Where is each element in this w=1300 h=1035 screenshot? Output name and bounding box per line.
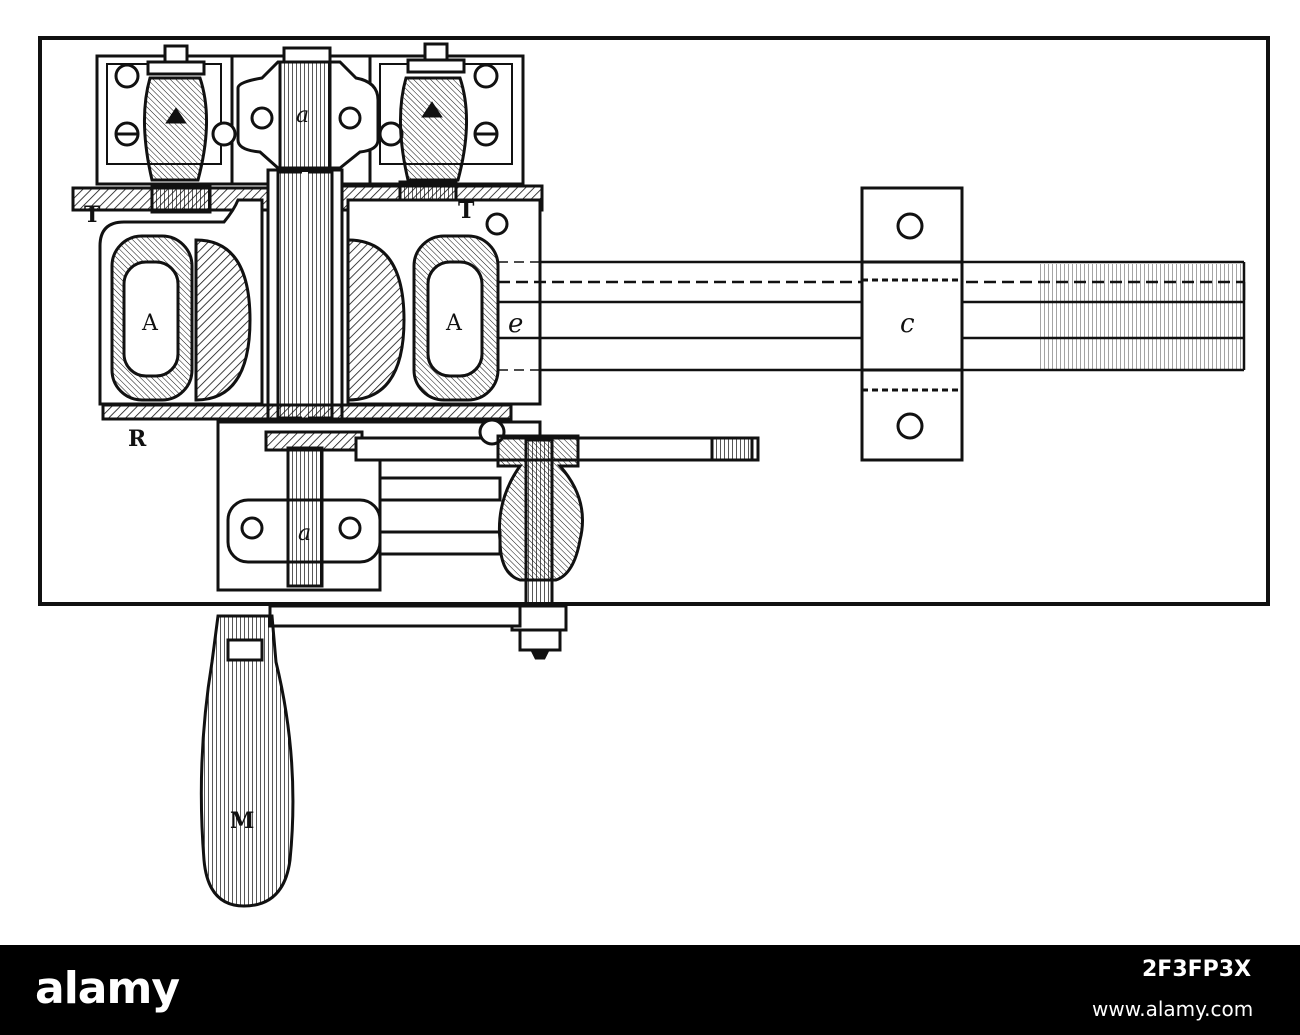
armature-shaft: [266, 60, 344, 422]
label-R: R: [128, 426, 147, 452]
lower-bearing-bracket: [216, 418, 760, 660]
label-A-left: A: [141, 311, 159, 336]
label-a-top: a: [296, 103, 309, 128]
label-e: e: [508, 309, 523, 339]
label-c: c: [900, 309, 915, 339]
plate-R: [101, 403, 513, 421]
leader-lines: [498, 261, 540, 371]
clamp-c: [860, 186, 964, 462]
label-T-left: T: [84, 202, 101, 228]
watermark-bar: alamy 2F3FP3X www.alamy.com: [0, 945, 1300, 1035]
label-A-right: A: [445, 311, 463, 336]
label-T-right: T: [458, 198, 475, 224]
image-id: 2F3FP3X: [1142, 957, 1252, 982]
crank-handle-M: [199, 604, 522, 908]
alamy-logo: alamy: [35, 963, 180, 1014]
watermark-url: www.alamy.com: [1092, 997, 1254, 1021]
label-M: M: [230, 808, 254, 834]
label-a-bottom: a: [298, 521, 311, 546]
magneto-engraving: T T R A A e c a a M: [38, 36, 1270, 908]
field-magnets: [98, 198, 542, 406]
